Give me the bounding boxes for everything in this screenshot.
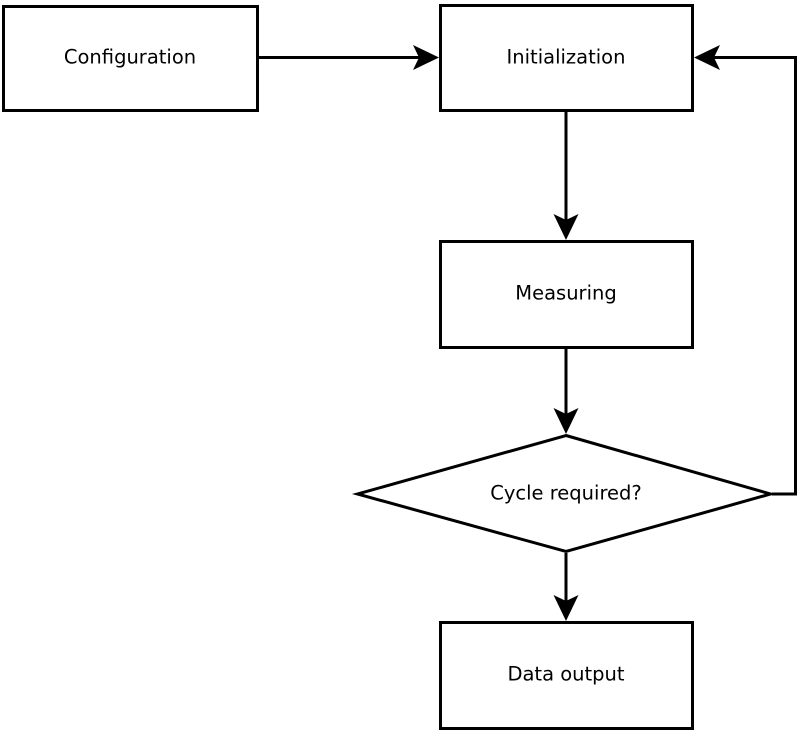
node-data-output[interactable]: Data output [439, 621, 694, 730]
edge-cycle-required-to-initialization [694, 45, 797, 496]
data-output-box[interactable] [439, 621, 694, 730]
arrow-head-into-initialization-right [694, 45, 720, 70]
configuration-label: Configuration [64, 46, 196, 69]
initialization-box[interactable] [439, 4, 694, 112]
node-initialization[interactable]: Initialization [439, 4, 694, 112]
node-cycle-required[interactable]: Cycle required? [351, 433, 776, 554]
node-configuration[interactable]: Configuration [2, 5, 259, 112]
cycle-required-label: Cycle required? [490, 482, 642, 505]
configuration-box[interactable] [2, 5, 259, 112]
arrow-head-into-cycle-required [553, 408, 579, 434]
arrow-head-into-initialization-left [413, 45, 439, 70]
arrow-head-into-measuring [553, 214, 579, 240]
measuring-label: Measuring [515, 282, 616, 305]
initialization-label: Initialization [507, 46, 626, 69]
edge-measuring-to-cycle-required [553, 349, 579, 434]
edge-configuration-to-initialization [259, 45, 439, 70]
data-output-label: Data output [507, 663, 624, 686]
node-measuring[interactable]: Measuring [439, 240, 694, 349]
edge-cycle-required-to-data-output [553, 553, 579, 621]
edge-initialization-to-measuring [553, 112, 579, 240]
cycle-required-diamond[interactable] [351, 433, 776, 554]
edge-line-feedback-loop [708, 56, 797, 496]
measuring-box[interactable] [439, 240, 694, 349]
arrow-head-into-data-output [553, 595, 579, 621]
